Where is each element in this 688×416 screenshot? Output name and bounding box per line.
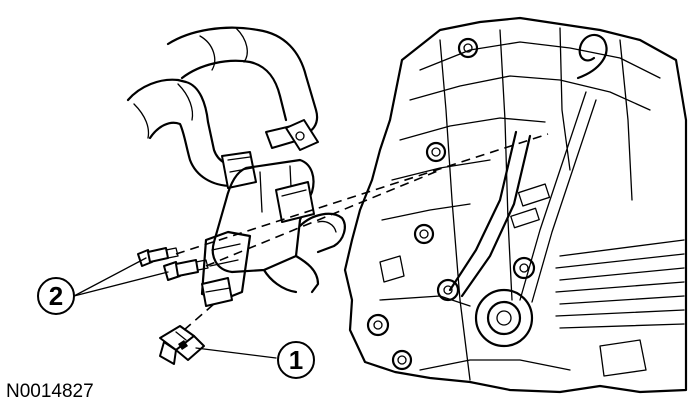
callout-circle-2 [37,277,75,315]
alignment-lines [175,133,549,331]
leader-line-2a [73,257,147,297]
figure-reference-number: N0014827 [6,381,94,402]
transaxle-case [343,16,688,394]
sensor-connector [159,325,205,365]
callout-circle-1 [277,341,315,379]
callout-2: 2 [37,257,169,315]
hose-clamp-upper [265,119,319,151]
output-shaft-seal [474,288,534,348]
leader-line-2b [73,271,169,297]
hose-clamp-lower [221,151,257,189]
valve-housing [200,158,346,307]
callout-label-1: 1 [289,345,303,375]
flange-bolt-bosses [366,37,536,371]
callout-1: 1 [195,341,315,379]
callout-label-2: 2 [49,281,63,311]
bolt-lower [163,259,209,281]
leader-line-1 [195,347,277,359]
cooling-fins [555,239,685,329]
coolant-hoses [126,26,319,189]
